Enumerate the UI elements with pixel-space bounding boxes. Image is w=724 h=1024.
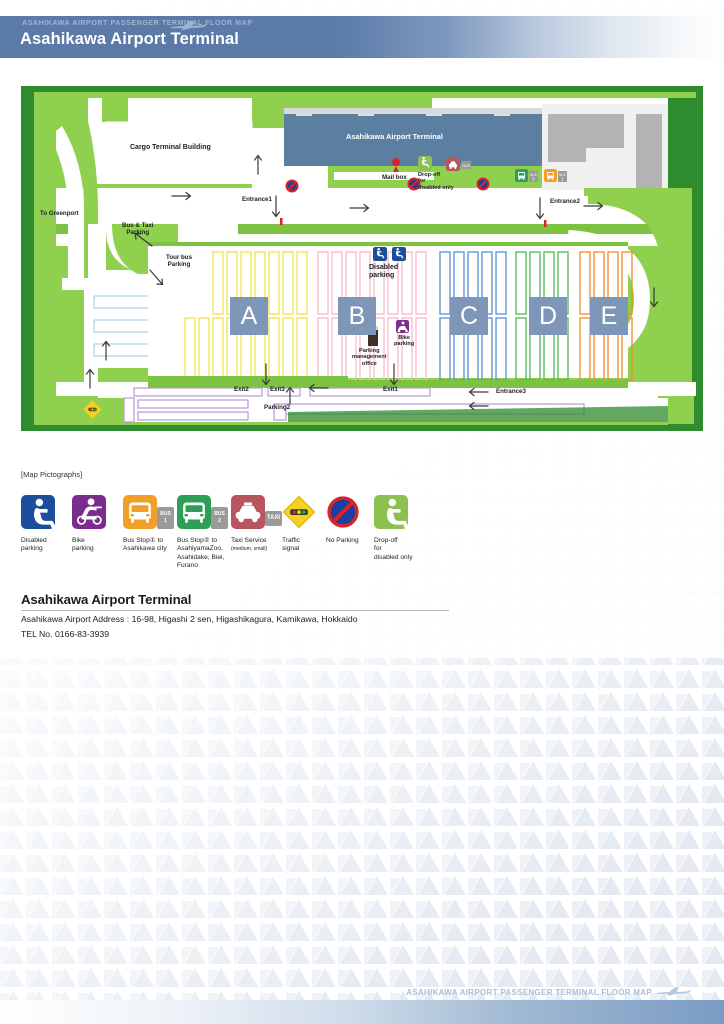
legend-item-traffic-signal: Traffic signal bbox=[282, 495, 326, 554]
legend-subcaption: (medium, small) bbox=[231, 546, 268, 553]
svg-text:TAXI: TAXI bbox=[462, 163, 471, 168]
airplane-icon bbox=[656, 987, 692, 996]
legend-caption: Disabled parking bbox=[21, 537, 47, 553]
map-label-entrance2: Entrance2 bbox=[550, 198, 580, 205]
wheelchair-icon bbox=[374, 495, 411, 532]
airplane-icon bbox=[171, 21, 207, 30]
legend-item-taxi-service: TAXI Taxi Service (medium, small) bbox=[231, 495, 282, 554]
zone-badge-a: A bbox=[230, 297, 268, 335]
legend-title: [Map Pictographs] bbox=[21, 470, 83, 479]
legend-item-disabled-parking: Disabled parking bbox=[21, 495, 72, 554]
map-label-cargo: Cargo Terminal Building bbox=[130, 144, 211, 151]
legend-caption: Traffic signal bbox=[282, 537, 300, 553]
map-label-exit2: Exit2 bbox=[234, 386, 249, 393]
map-label-terminal: Asahikawa Airport Terminal bbox=[346, 132, 443, 141]
telephone-line: TEL No. 0166-83-3939 bbox=[21, 628, 110, 639]
bus-icon bbox=[177, 495, 211, 529]
disabled-parking-icon-1 bbox=[373, 247, 387, 261]
legend-caption: Bike parking bbox=[72, 537, 94, 553]
map-label-parking2: Parking2 bbox=[264, 404, 291, 411]
taxi-icon bbox=[231, 495, 265, 529]
wheelchair-icon bbox=[21, 495, 58, 532]
legend-caption: Drop-off for disabled only bbox=[374, 537, 413, 561]
scooter-icon bbox=[72, 495, 106, 529]
footer-text: ASAHIKAWA AIRPORT PASSENGER TERMINAL FLO… bbox=[406, 988, 652, 997]
map-label-tour-bus-parking: Tour bus Parking bbox=[166, 254, 193, 269]
legend-caption: No Parking bbox=[326, 537, 359, 544]
legend-item-dropoff-disabled: Drop-off for disabled only bbox=[374, 495, 434, 562]
map-label-entrance3: Entrance3 bbox=[496, 388, 526, 395]
footer-band bbox=[0, 1000, 724, 1024]
dropoff-icon bbox=[418, 156, 432, 170]
map-label-parking-management: Parking management office bbox=[352, 348, 387, 367]
legend-caption: Bus Stop① to Asahikawa city bbox=[123, 537, 167, 553]
map-label-bike-parking: Bike parking bbox=[394, 335, 415, 348]
divider bbox=[21, 610, 449, 611]
zone-badge-d: D bbox=[529, 297, 567, 335]
map-label-exit1: Exit1 bbox=[383, 386, 398, 393]
map-label-entrance1: Entrance1 bbox=[242, 196, 272, 203]
map-label-bus-taxi-parking: Bus & Taxi Parking bbox=[122, 222, 154, 237]
legend-caption: Taxi Service bbox=[231, 537, 267, 544]
map-label-dropoff: Drop-off for disabled only bbox=[418, 172, 454, 191]
bus-icon bbox=[123, 495, 157, 529]
no-parking-icon bbox=[326, 495, 360, 529]
page-title: Asahikawa Airport Terminal bbox=[20, 30, 239, 48]
address-block: Asahikawa Airport Terminal Asahikawa Air… bbox=[21, 592, 451, 640]
legend-item-bike-parking: Bike parking bbox=[72, 495, 123, 554]
map-canvas: TAXI BUS 2 BUS 1 bbox=[28, 92, 696, 425]
taxi-badge: TAXI bbox=[265, 511, 282, 526]
map-vector: TAXI BUS 2 BUS 1 bbox=[28, 92, 696, 425]
map-label-exit3: Exit3 bbox=[270, 386, 285, 393]
zone-badge-e: E bbox=[590, 297, 628, 335]
legend-item-no-parking: No Parking bbox=[326, 495, 374, 545]
address-title: Asahikawa Airport Terminal bbox=[21, 592, 192, 607]
traffic-signal-icon bbox=[282, 495, 316, 529]
map-label-disabled-parking: Disabled parking bbox=[369, 264, 399, 280]
legend-caption: Bus Stop② to AsahiyamaZoo, Asahidake, Bi… bbox=[177, 537, 225, 570]
address-line: Asahikawa Airport Address : 16-98, Higas… bbox=[21, 614, 358, 624]
map-label-to-greenport: To Greenport bbox=[40, 210, 79, 217]
header-kicker: ASAHIKAWA AIRPORT PASSENGER TERMINAL FLO… bbox=[22, 20, 253, 27]
map-label-mailbox: Mail box bbox=[382, 174, 407, 181]
zone-badge-b: B bbox=[338, 297, 376, 335]
zone-badge-c: C bbox=[450, 297, 488, 335]
airport-floor-map: TAXI BUS 2 BUS 1 bbox=[21, 86, 703, 431]
disabled-parking-icon-2 bbox=[392, 247, 406, 261]
map-pictographs-legend: Disabled parking Bike parking bbox=[21, 495, 434, 571]
